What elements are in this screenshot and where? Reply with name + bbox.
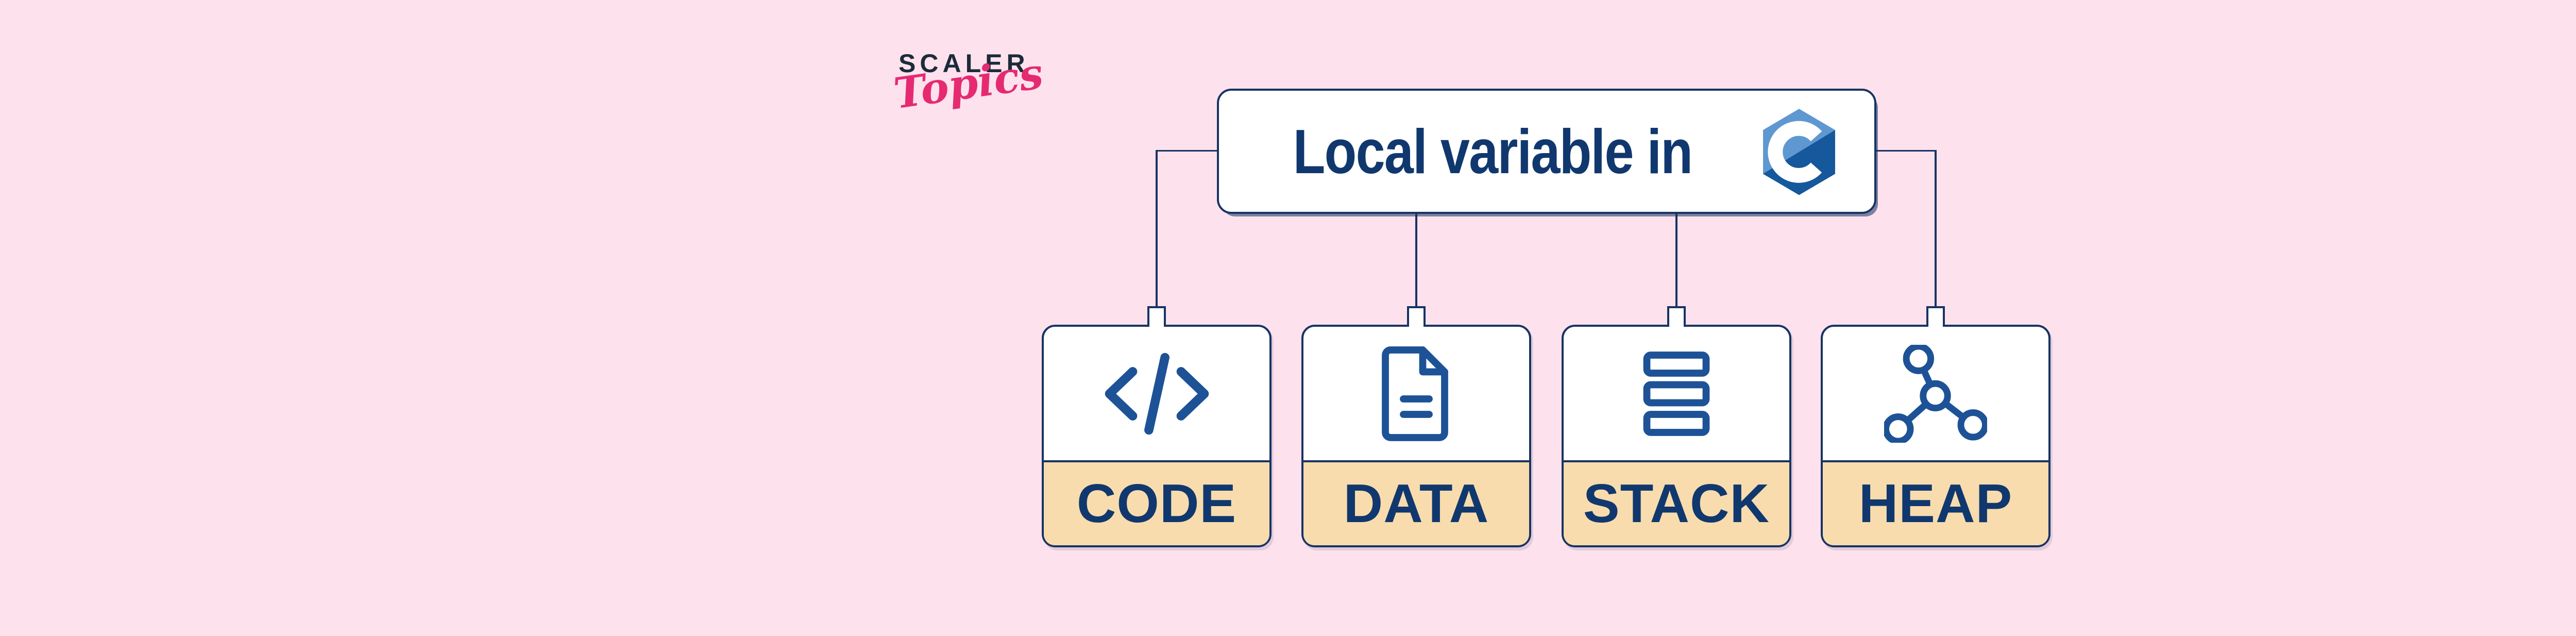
box-label: HEAP [1858,473,2013,534]
scaler-wordmark: SCALER [899,49,1029,78]
box-label: CODE [1076,473,1237,534]
label-band: HEAP [1823,460,2048,545]
scaler-topics-logo: SCALER Topics [891,49,1053,119]
label-band: DATA [1303,460,1529,545]
label-band: STACK [1564,460,1789,545]
connector-tab [1926,306,1945,327]
code-icon [1044,327,1269,460]
connector-left-horizontal [1156,150,1217,152]
connector-tab [1407,306,1426,327]
connector-tab [1147,306,1166,327]
connector-stack-vertical [1675,212,1677,307]
label-band: CODE [1044,460,1269,545]
connector-heap-vertical [1935,150,1937,307]
memory-box-data: DATA [1301,306,1531,547]
c-language-logo-icon [1763,108,1835,195]
connector-code-vertical [1156,150,1158,307]
memory-box-stack: STACK [1562,306,1791,547]
title-card: Local variable in [1217,89,1876,214]
heap-graph-icon [1823,327,2048,460]
connector-tab [1667,306,1686,327]
connector-data-vertical [1415,212,1417,307]
document-icon [1303,327,1529,460]
box-label: DATA [1343,473,1489,534]
stack-icon [1564,327,1789,460]
title-text: Local variable in [1293,116,1693,187]
connector-right-horizontal [1876,150,1936,152]
memory-box-code: CODE [1042,306,1272,547]
box-label: STACK [1583,473,1770,534]
memory-box-heap: HEAP [1821,306,2050,547]
